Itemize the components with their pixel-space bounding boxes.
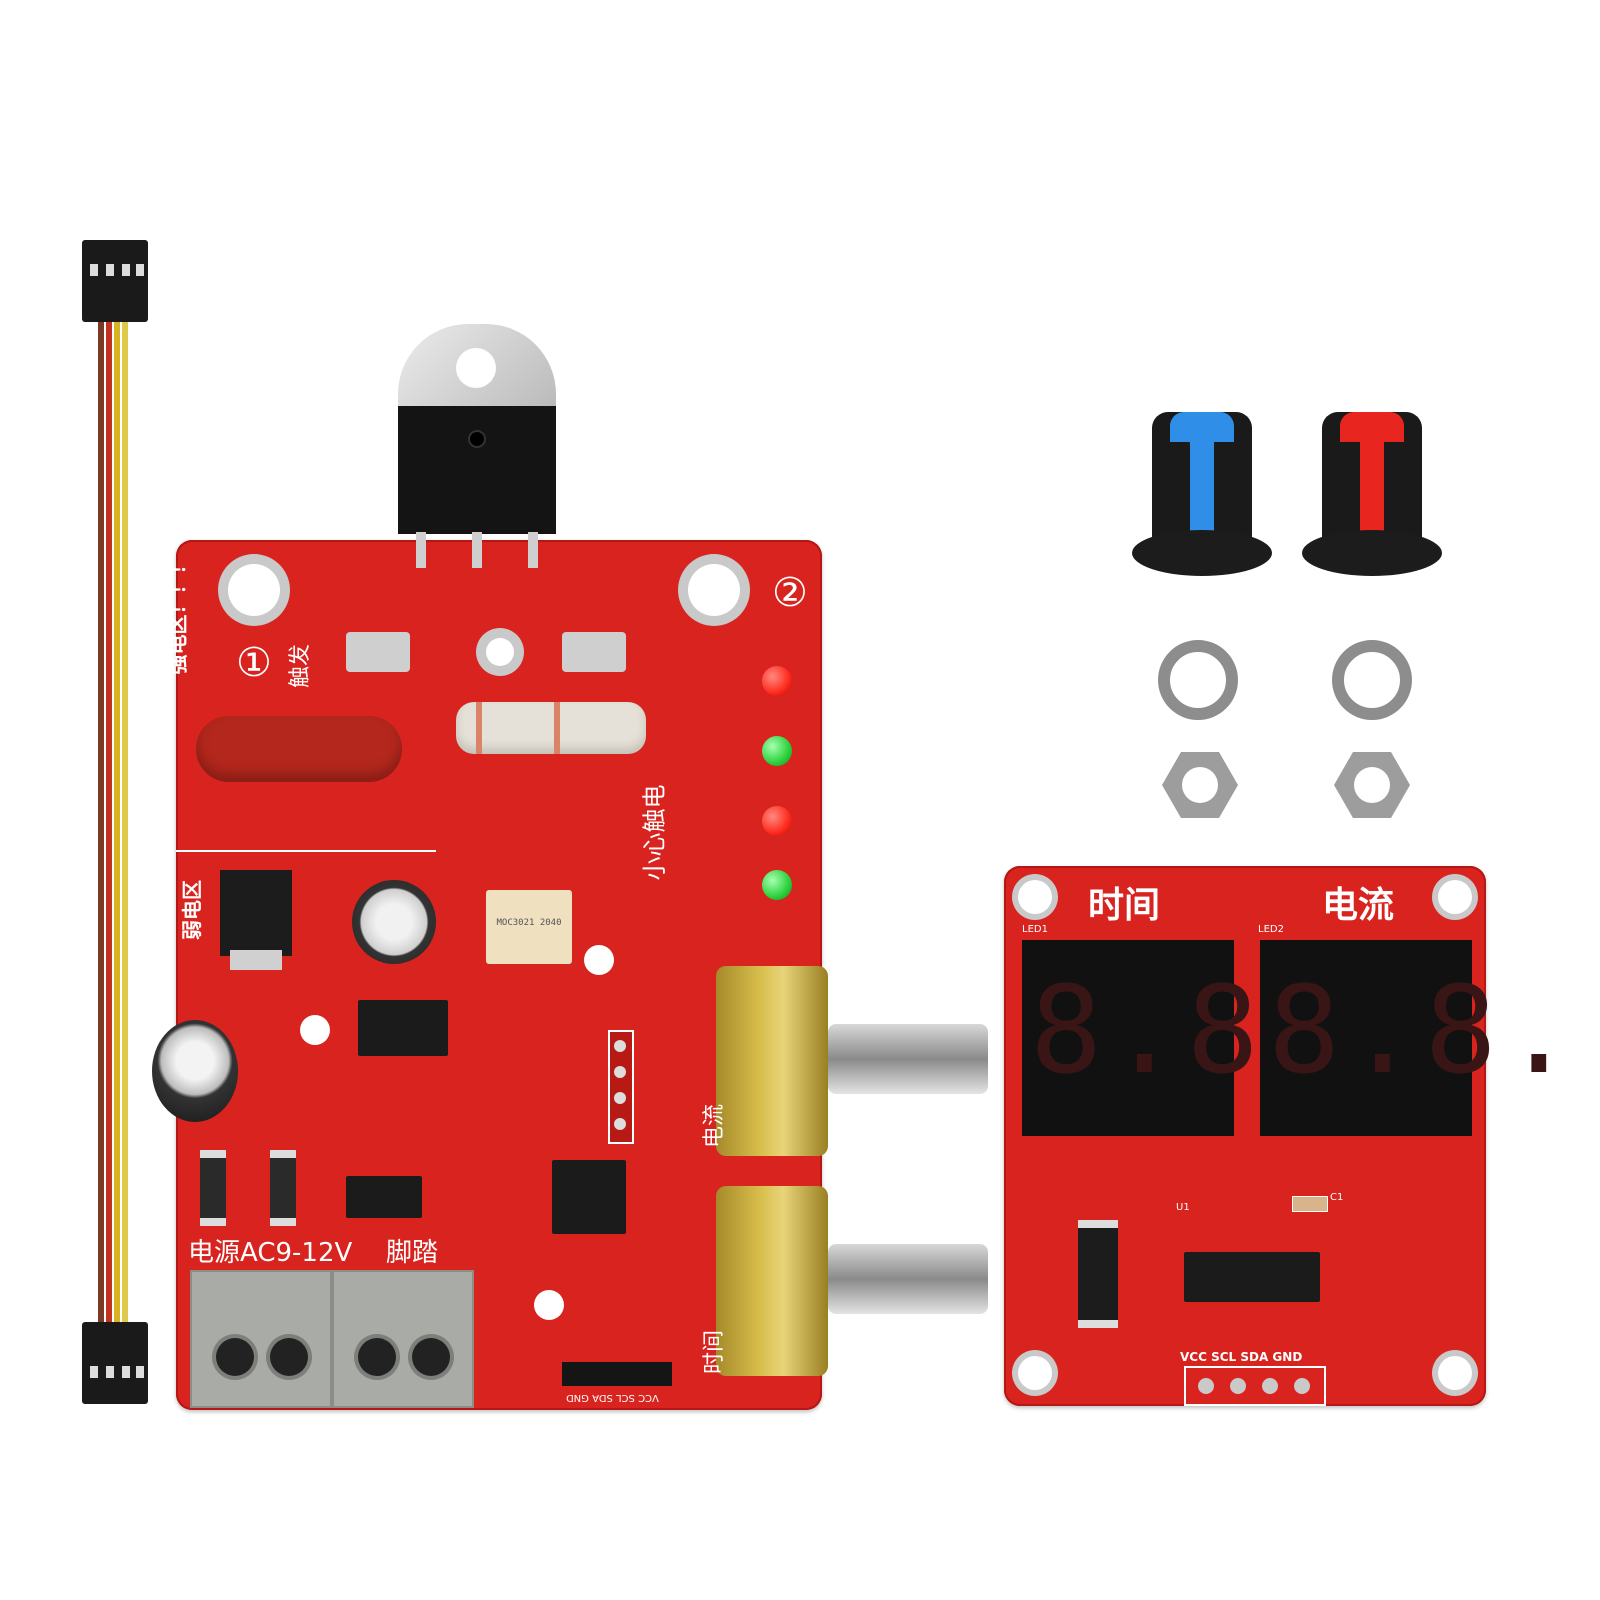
- led2-label: LED2: [1258, 924, 1284, 935]
- ic-u2: [358, 1000, 448, 1056]
- washer-right: [1332, 640, 1412, 720]
- pot-time[interactable]: [716, 1186, 828, 1376]
- terminal-block-pedal[interactable]: [332, 1270, 474, 1408]
- display-time-label: 时间: [1088, 885, 1161, 926]
- solder-pad-right: [562, 632, 626, 672]
- display-current-label: 电流: [1322, 885, 1395, 926]
- display-board: 时间 电流 LED1 LED2 8.8. 8.8. U1 C1 VCC SCL …: [1004, 866, 1575, 1406]
- zone-strong-label: 强电区！！！: [165, 554, 190, 675]
- regulator: [220, 870, 292, 970]
- display-time: 8.8.: [1022, 940, 1337, 1136]
- diode-d1: [200, 1150, 226, 1226]
- electrolytic-capacitor-bottom: [152, 1020, 238, 1122]
- pot-current[interactable]: [716, 966, 828, 1156]
- zone-divider-top: [176, 850, 436, 852]
- relay-driver: [346, 1176, 422, 1218]
- led-red-bottom: [762, 806, 792, 836]
- header-display[interactable]: [562, 1362, 672, 1386]
- optocoupler: MOC3021 2040: [486, 890, 572, 964]
- u1-label: U1: [1176, 1202, 1190, 1213]
- led1-label: LED1: [1022, 924, 1048, 935]
- main-control-board: 强电区！！！ ① 触发 ② 弱电区 小心触电 MOC3021 2040 电流 时…: [152, 540, 988, 1410]
- fuse-capacitor: [196, 716, 402, 782]
- nut-right: [1334, 752, 1410, 818]
- display-header[interactable]: [1184, 1366, 1326, 1406]
- terminal-block-power[interactable]: [190, 1270, 332, 1408]
- display-header-label: VCC SCL SDA GND: [1180, 1350, 1303, 1364]
- diode-d2: [270, 1150, 296, 1226]
- microcontroller: [552, 1160, 626, 1234]
- washer-left: [1158, 640, 1238, 720]
- solder-pad-left: [346, 632, 410, 672]
- trigger-label: 触发: [288, 643, 314, 689]
- nut-left: [1162, 752, 1238, 818]
- pot-current-shaft[interactable]: [828, 1024, 988, 1094]
- pot-time-shaft[interactable]: [828, 1244, 988, 1314]
- display-current-digits: 8.8.: [1268, 962, 1581, 1101]
- diode-d1-display: [1078, 1220, 1118, 1328]
- pot-time-label: 时间: [702, 1329, 728, 1375]
- knob-red: [1302, 412, 1442, 576]
- display-current: 8.8.: [1260, 940, 1575, 1136]
- c1-label: C1: [1330, 1192, 1344, 1203]
- header-display-label: VCC SCL SDA GND: [566, 1392, 659, 1403]
- cable-connector-bottom: [82, 1322, 148, 1404]
- led-red-top: [762, 666, 792, 696]
- power-label: 电源AC9-12V: [188, 1238, 353, 1268]
- header-j5: [608, 1030, 634, 1144]
- circle-1-label: ①: [236, 640, 272, 686]
- pedal-label: 脚踏: [386, 1238, 439, 1268]
- capacitor-c1: [1292, 1196, 1328, 1212]
- knob-blue: [1132, 412, 1272, 576]
- display-driver-ic: [1184, 1252, 1320, 1302]
- circle-2-label: ②: [772, 570, 808, 616]
- cable-connector-top: [82, 240, 148, 322]
- caution-label: 小心触电: [640, 784, 669, 881]
- led-green-bottom: [762, 870, 792, 900]
- pot-current-label: 电流: [702, 1103, 728, 1149]
- led-green-top: [762, 736, 792, 766]
- electrolytic-capacitor-top: [352, 880, 436, 964]
- triac: [398, 324, 556, 568]
- zone-weak-label: 弱电区: [180, 880, 204, 940]
- power-resistor: [456, 702, 646, 754]
